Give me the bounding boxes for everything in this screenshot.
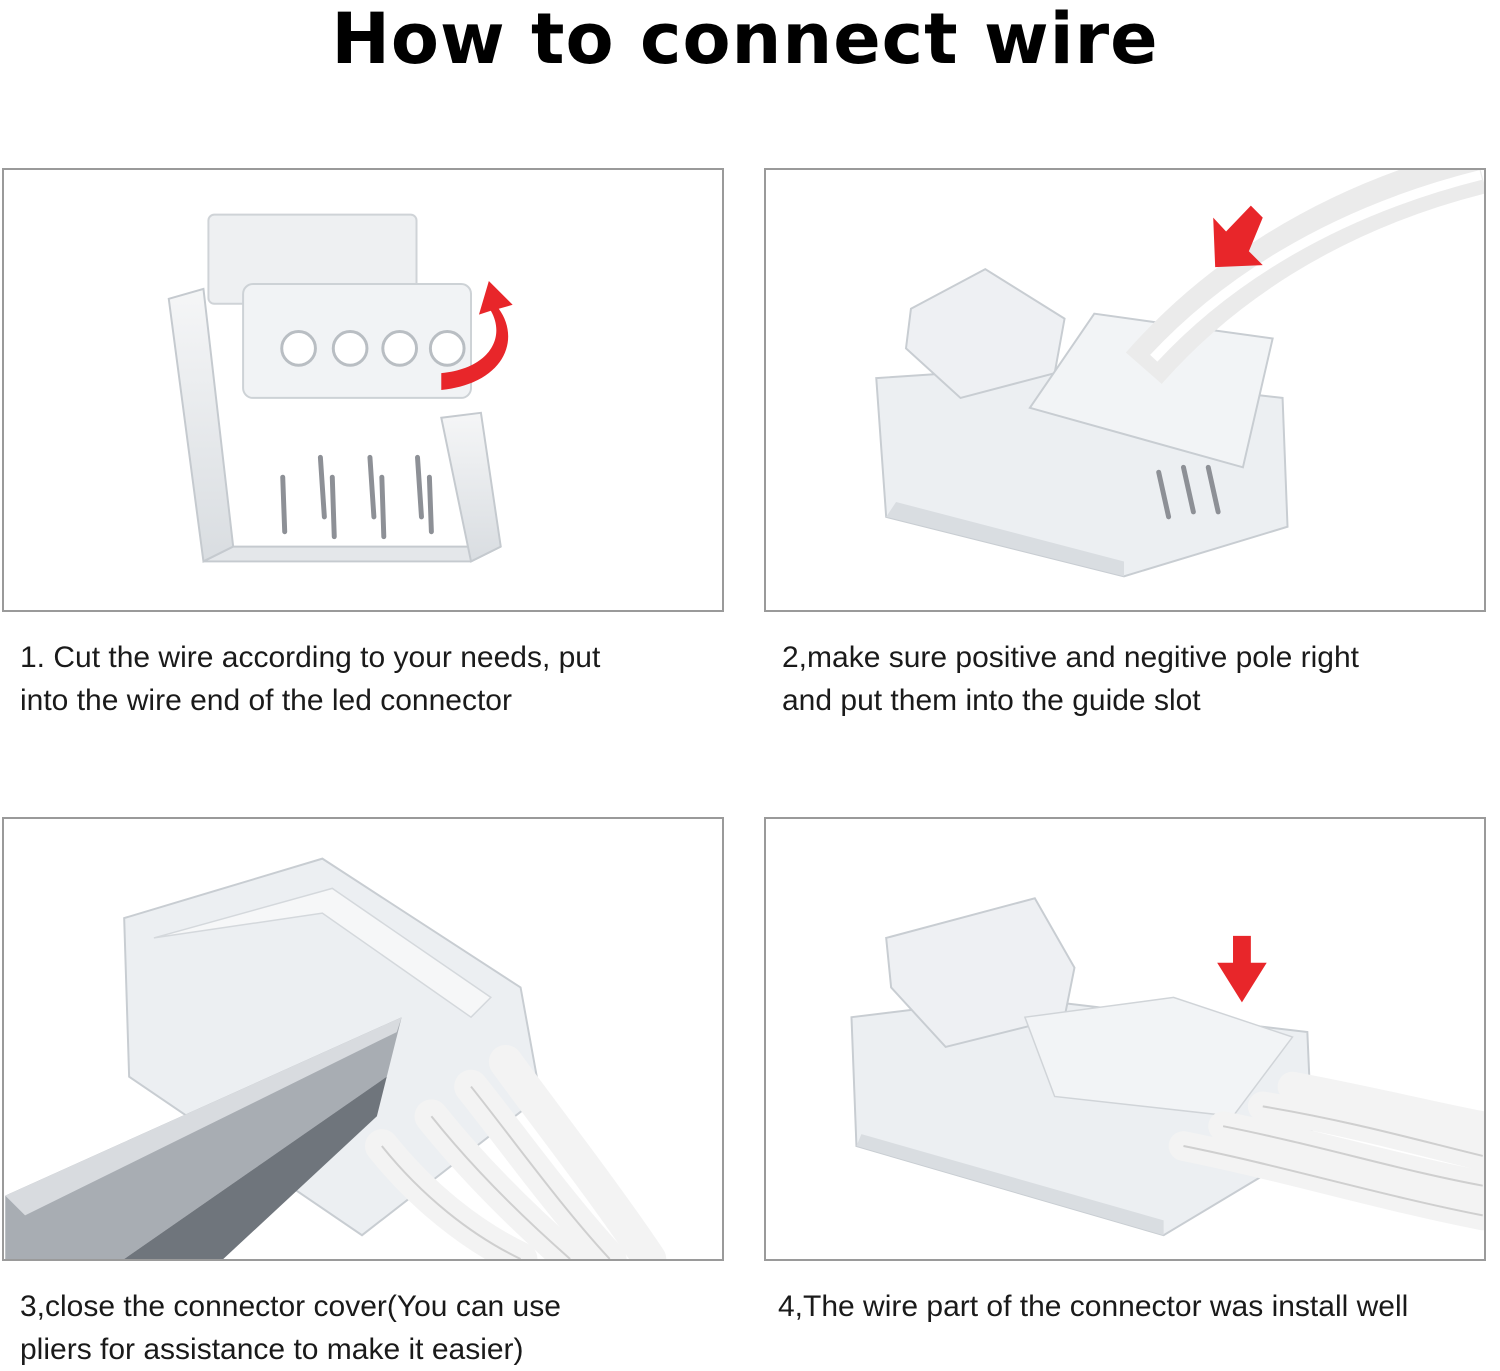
down-arrow-icon bbox=[1217, 935, 1267, 1003]
page-title: How to connect wire bbox=[331, 0, 1159, 80]
step-3-image bbox=[2, 817, 724, 1261]
step-2-caption: 2,make sure positive and negitive pole r… bbox=[782, 641, 1360, 717]
step-4-caption: 4,The wire part of the connector was ins… bbox=[778, 1290, 1409, 1323]
hole-icon bbox=[280, 330, 317, 367]
step-2-image bbox=[764, 168, 1486, 612]
installed-connector-illustration bbox=[850, 897, 1484, 1237]
wire-insert-illustration bbox=[875, 170, 1484, 578]
step-3-caption: 3,close the connector cover(You can use … bbox=[20, 1290, 561, 1366]
pins bbox=[280, 454, 434, 540]
curved-arrow-icon bbox=[441, 280, 513, 390]
connector-open-illustration bbox=[167, 213, 513, 563]
step-1-image bbox=[2, 168, 724, 612]
step-4-image bbox=[764, 817, 1486, 1261]
pliers-illustration bbox=[5, 857, 667, 1259]
step-1-caption: 1. Cut the wire according to your needs,… bbox=[20, 641, 601, 717]
diagonal-arrow-icon bbox=[1213, 205, 1263, 268]
